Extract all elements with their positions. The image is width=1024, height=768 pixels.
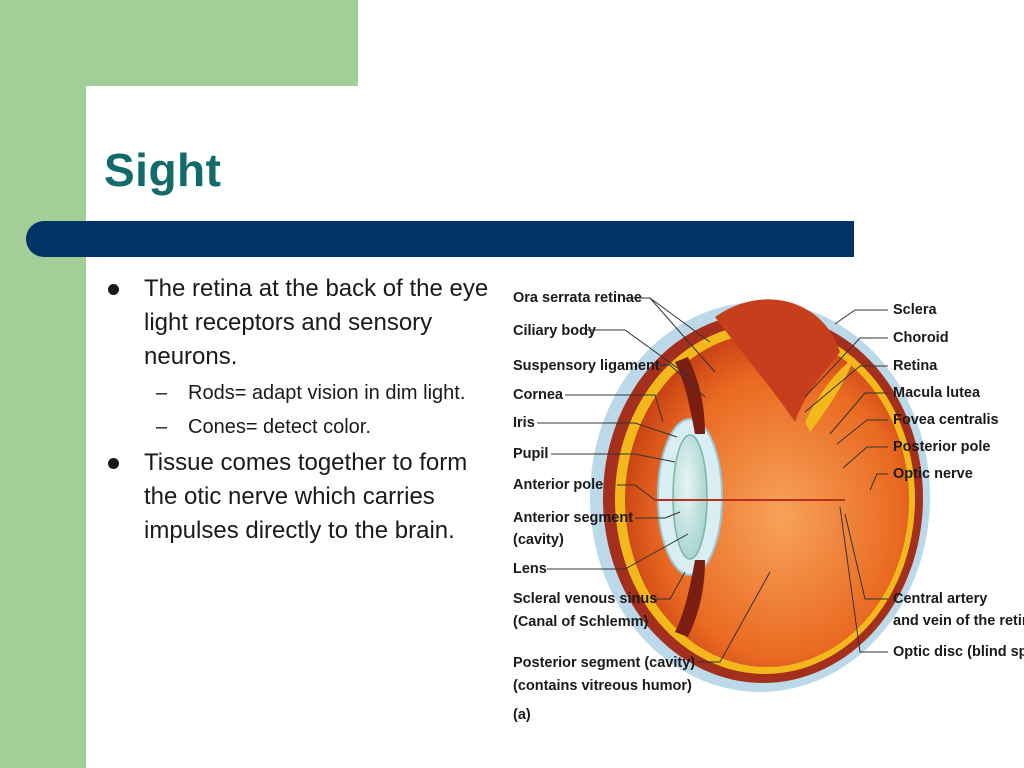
side-green-band [0,0,86,768]
leader-lines [537,297,888,663]
label-pupil: Pupil [513,446,548,462]
label-central-artery: Central artery [893,591,987,607]
label-posterior-pole: Posterior pole [893,439,991,455]
label-anterior-pole: Anterior pole [513,477,603,493]
sub-bullet-item: – Rods= adapt vision in dim light. [104,378,504,408]
label-lens: Lens [513,561,547,577]
label-optic-nerve: Optic nerve [893,466,973,482]
label-optic-disc: Optic disc (blind spot) [893,644,1024,660]
label-suspensory-ligament: Suspensory ligament [513,358,660,374]
sub-bullet-text: Cones= detect color. [188,416,371,438]
label-anterior-segment: Anterior segment [513,510,633,526]
bullet-item: The retina at the back of the eye light … [104,272,504,442]
label-sclera: Sclera [893,302,937,318]
bullet-item: Tissue comes together to form the otic n… [104,446,504,548]
bullet-dot-icon [108,284,119,295]
label-scleral-venous-sinus: Scleral venous sinus [513,591,657,607]
title-divider-bar [26,221,854,257]
label-fovea-centralis: Fovea centralis [893,412,999,428]
label-cornea: Cornea [513,387,564,403]
label-anterior-segment-cavity: (cavity) [513,532,564,548]
label-iris: Iris [513,415,535,431]
bullet-text: The retina at the back of the eye light … [144,275,489,370]
label-posterior-segment: Posterior segment (cavity) [513,655,695,671]
label-ciliary-body: Ciliary body [513,323,596,339]
label-artery-vein-retina: and vein of the retina [893,613,1024,629]
eyeball-illustration [590,299,930,692]
label-retina: Retina [893,358,938,374]
bullet-text: Tissue comes together to form the otic n… [144,449,468,544]
slide-title: Sight [104,144,222,196]
eye-anatomy-diagram: Ora serrata retinae Ciliary body Suspens… [513,290,1024,723]
label-vitreous-humor: (contains vitreous humor) [513,678,692,694]
panel-letter: (a) [513,707,531,723]
sub-bullet-text: Rods= adapt vision in dim light. [188,382,466,404]
bullet-dot-icon [108,458,119,469]
label-macula-lutea: Macula lutea [893,385,981,401]
right-labels: Sclera Choroid Retina Macula lutea Fovea… [893,302,1024,660]
dash-icon: – [156,416,168,438]
bullet-list: The retina at the back of the eye light … [104,272,504,552]
label-ora-serrata: Ora serrata retinae [513,290,642,306]
top-green-band [0,0,358,86]
label-canal-of-schlemm: (Canal of Schlemm) [513,614,649,630]
dash-icon: – [156,382,168,404]
sub-bullet-item: – Cones= detect color. [104,412,504,442]
label-choroid: Choroid [893,330,949,346]
left-labels: Ora serrata retinae Ciliary body Suspens… [513,290,695,723]
